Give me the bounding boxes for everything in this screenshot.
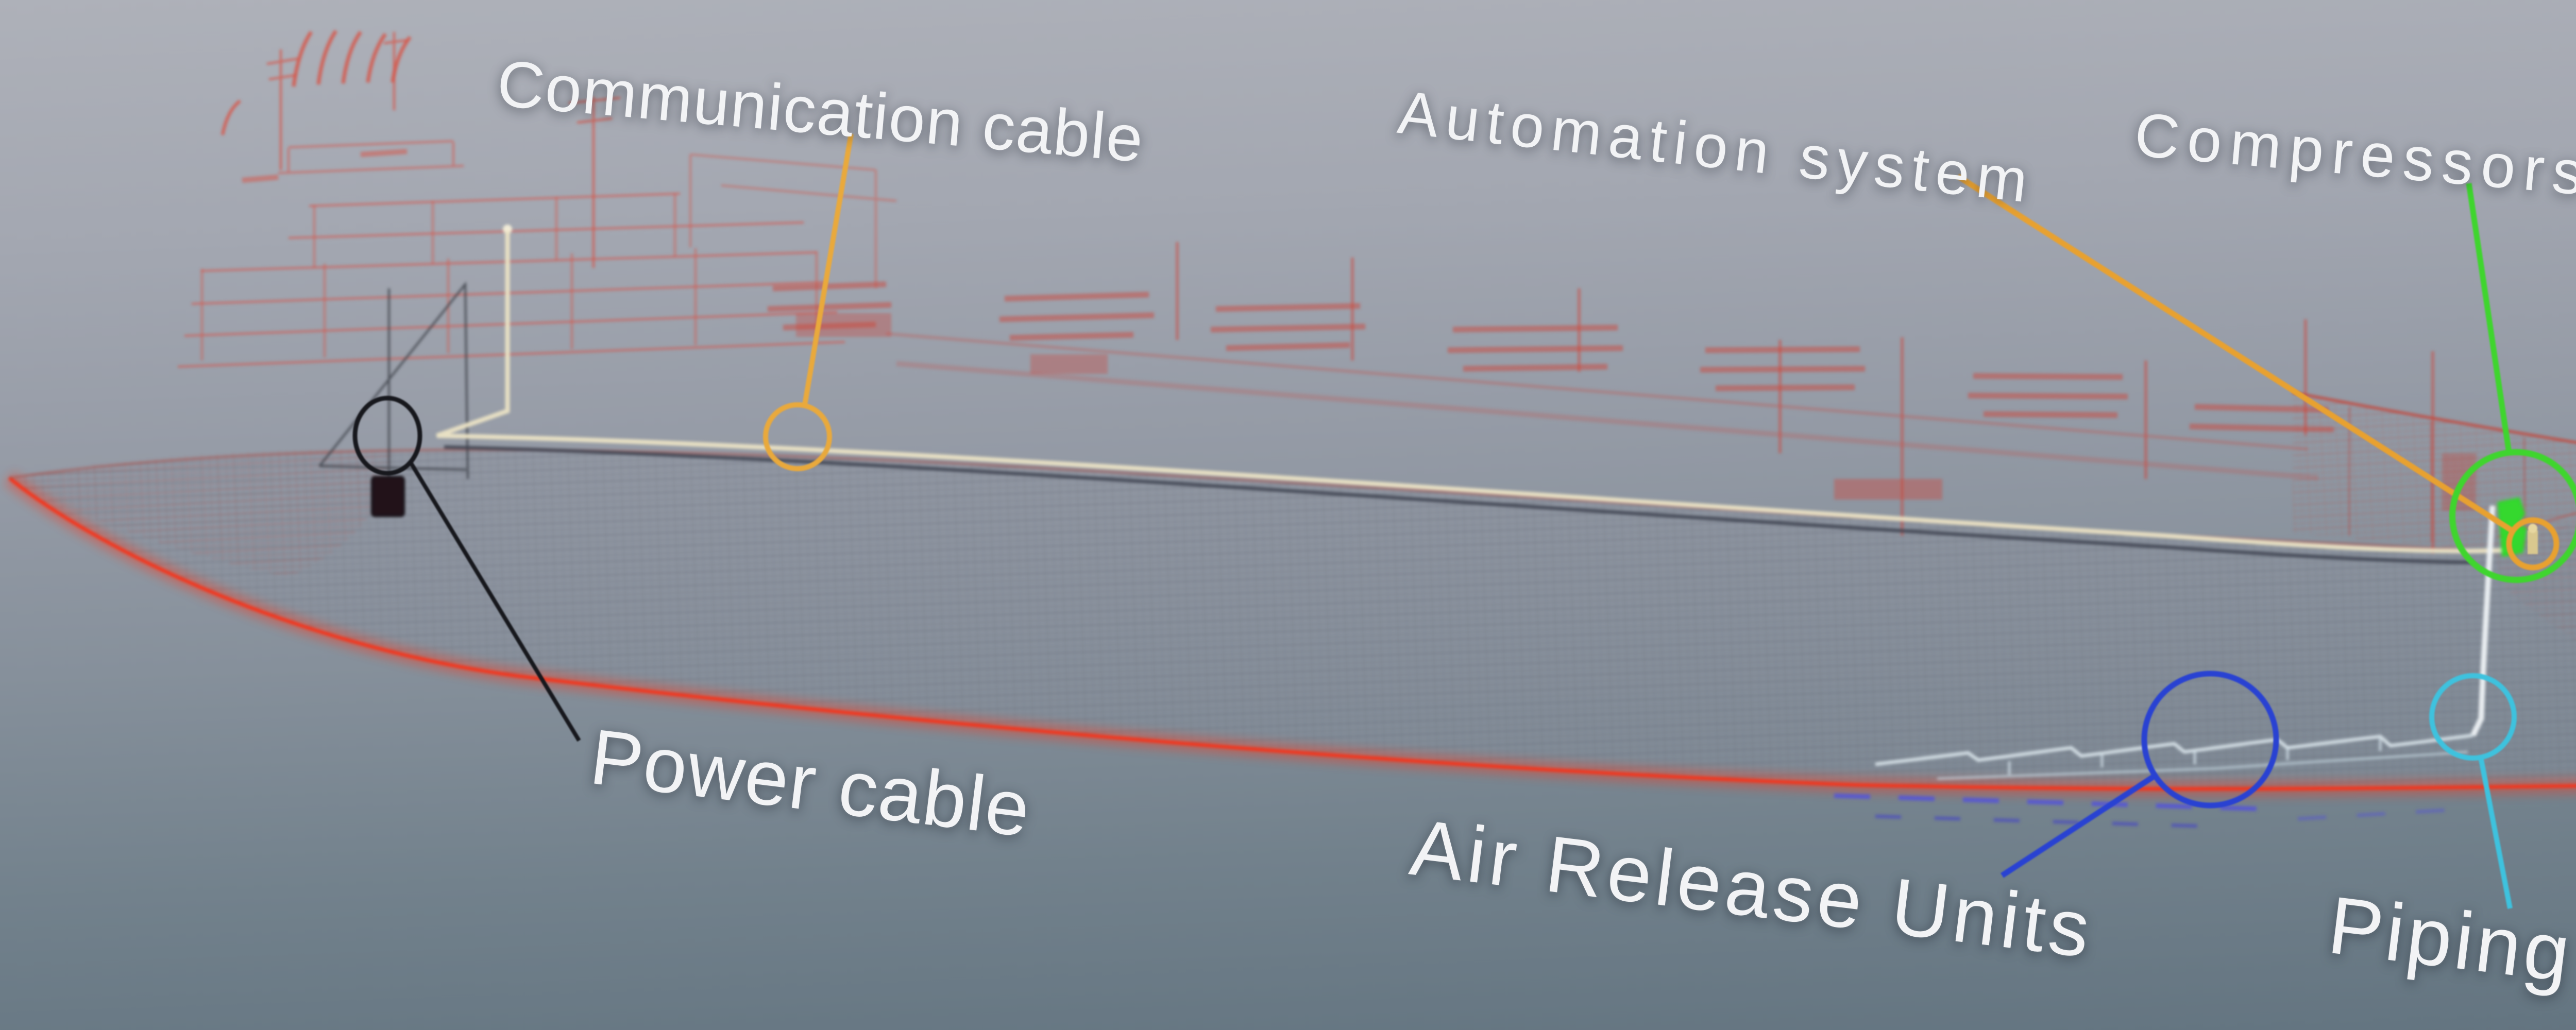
- compressors-circle: [2449, 449, 2576, 583]
- stern-red-mesh: [9, 449, 392, 577]
- compressors-annotation: [2449, 183, 2576, 583]
- power-cable-annotation: [352, 396, 581, 742]
- piping-circle: [2429, 673, 2517, 761]
- air-release-units-leader-line: [2000, 773, 2157, 878]
- air-release-units-circle: [2141, 671, 2279, 809]
- vertical-pipe: [2470, 505, 2496, 737]
- compressors-leader-line: [2466, 183, 2512, 453]
- deck-masts: [1176, 242, 2434, 554]
- power-cable-leader-line: [409, 461, 581, 742]
- air-release-units-row: [1834, 793, 2283, 812]
- communication-cable-circle: [763, 402, 832, 471]
- bow-piping-system: [1834, 505, 2496, 829]
- automation-system-annotation: [1956, 174, 2560, 571]
- deck-equipment: [767, 242, 2434, 554]
- piping-leader-line: [2478, 757, 2513, 909]
- power-cable-circle: [352, 396, 422, 476]
- piping-run-lower: [1937, 750, 2468, 780]
- piping-run-upper: [1875, 733, 2473, 766]
- power-cable-connector-box: [371, 476, 405, 517]
- air-release-units-row: [2297, 806, 2473, 821]
- automation-system-leader-line: [1956, 174, 2514, 534]
- piping-drops: [2008, 737, 2382, 775]
- stern-masts: [266, 32, 621, 268]
- automation-system-circle: [2506, 517, 2560, 571]
- communication-cable-path: [436, 231, 2510, 554]
- communication-cable-annotation: [763, 133, 854, 471]
- communication-cable-leader-line: [802, 133, 854, 405]
- automation-unit-icon-top: [2528, 524, 2537, 533]
- piping-annotation: [2429, 673, 2517, 909]
- automation-unit-icon: [2528, 530, 2538, 554]
- air-release-units-annotation: [2000, 671, 2279, 878]
- compressor-unit-highlight: [2498, 497, 2527, 557]
- forecastle-top-rail: [2292, 391, 2576, 444]
- hull-bottom-line: [8, 476, 2576, 791]
